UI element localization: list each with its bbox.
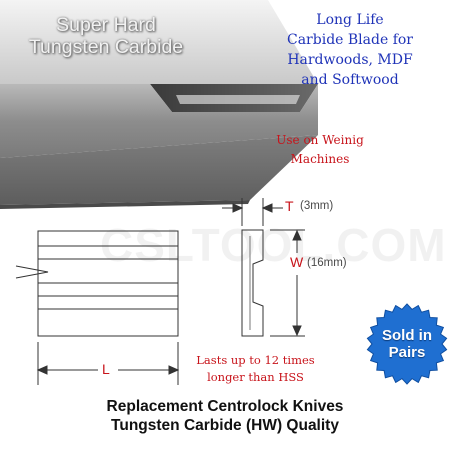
footer-line-2: Tungsten Carbide (HW) Quality [111, 417, 339, 434]
promo-line-4: and Softwood [301, 72, 399, 88]
headline-line-1: Super Hard [56, 14, 156, 36]
blade-render [0, 0, 318, 209]
promo-line-1: Long Life [316, 12, 384, 28]
length-dimension-line [36, 365, 180, 375]
thickness-label: T [285, 198, 294, 214]
headline-line-2: Tungsten Carbide [28, 36, 184, 58]
lasts-line-2: longer than HSS [207, 370, 304, 384]
blade-top-face [0, 0, 318, 84]
lasts-line-1: Lasts up to 12 times [196, 353, 315, 367]
badge-line-2: Pairs [388, 344, 426, 361]
thickness-dimension-line [222, 198, 283, 226]
width-label: W [290, 254, 304, 270]
usage-line-1: Use on Weinig [276, 133, 364, 147]
blade-side-face [0, 84, 318, 158]
width-dimension-line [270, 229, 305, 337]
side-view-drawing [15, 230, 179, 385]
badge-line-1: Sold in [382, 327, 432, 344]
promo-line-2: Carbide Blade for [287, 32, 413, 48]
end-profile-drawing [241, 229, 264, 337]
footer-line-1: Replacement Centrolock Knives [106, 398, 344, 415]
width-value: (16mm) [307, 257, 347, 269]
watermark: CSLTOOL.COM [100, 219, 447, 271]
blade-bevel-edge [0, 135, 318, 209]
promo-line-3: Hardwoods, MDF [287, 52, 413, 68]
blade-groove [150, 84, 318, 112]
length-label: L [102, 361, 110, 377]
sold-in-pairs-badge: Sold in Pairs [369, 306, 445, 382]
thickness-value: (3mm) [300, 200, 334, 212]
usage-line-2: Machines [290, 152, 350, 166]
sold-in-pairs-badge-shape [366, 303, 448, 385]
